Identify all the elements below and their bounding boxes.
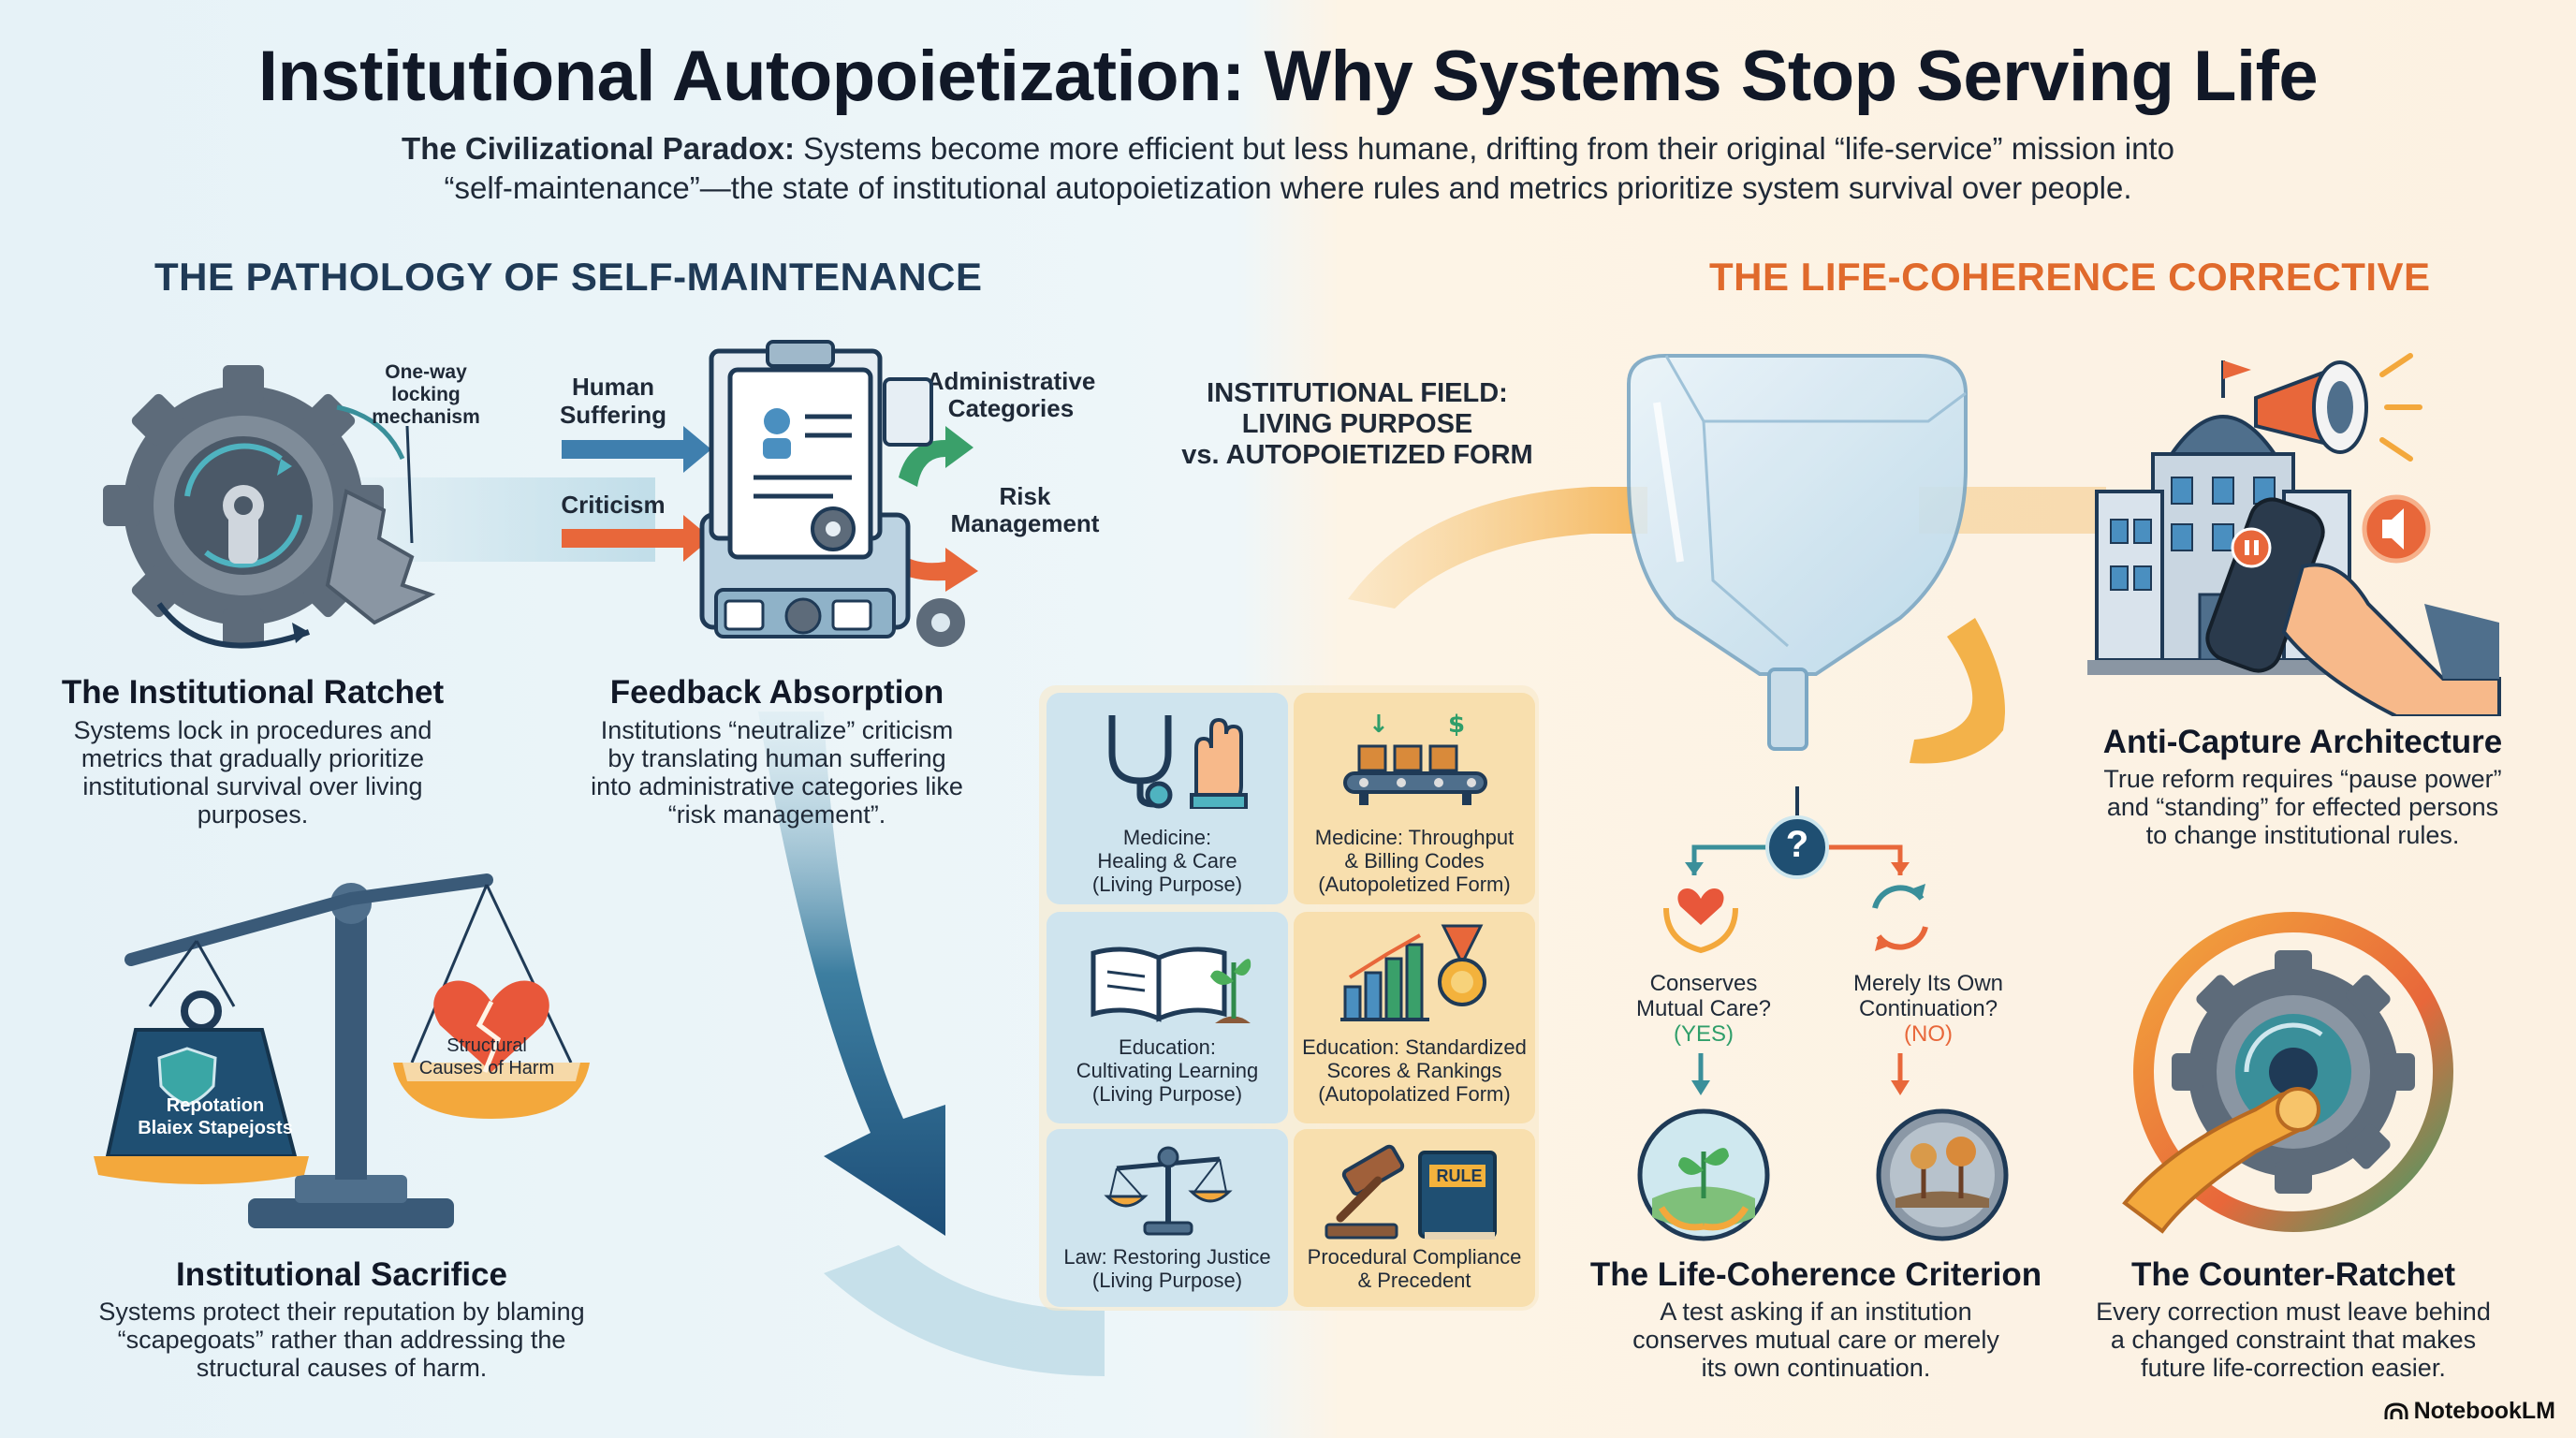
- input-label-criticism: Criticism: [561, 491, 666, 519]
- gavel-rulebook-icon: [1325, 1144, 1497, 1240]
- criterion-yes-label: Conserves Mutual Care? (YES): [1635, 971, 1772, 1047]
- grid-cell-education-living: Education: Cultivating Learning (Living …: [1046, 912, 1288, 1123]
- question-mark-icon: [1765, 815, 1829, 879]
- criterion-decision-diagram: [1663, 786, 1928, 1095]
- feedback-absorption-title: Feedback Absorption: [609, 674, 944, 711]
- grid-cell-law-living: Law: Restoring Justice (Living Purpose): [1046, 1129, 1288, 1307]
- ratchet-text: Systems lock in procedures and metrics t…: [73, 716, 432, 829]
- input-arrow-icon: [562, 515, 711, 562]
- justice-scale-icon: [1104, 1146, 1233, 1236]
- anti-capture-title: Anti-Capture Architecture: [2102, 724, 2503, 760]
- output-arrow-icon: [889, 548, 978, 592]
- glass-funnel-icon: [1627, 354, 1968, 751]
- grid-cell-medicine-living: Medicine: Healing & Care (Living Purpose…: [1046, 693, 1288, 904]
- grid-cell-label: Education: Cultivating Learning (Living …: [1076, 1035, 1259, 1106]
- brand-watermark: NotebookLM: [2384, 1398, 2555, 1425]
- flow-band: [1910, 618, 2005, 764]
- conveyor-belt-icon: ↓ $: [1343, 711, 1487, 805]
- book-sprout-icon: [1090, 946, 1251, 1023]
- grid-cell-label: Law: Restoring Justice (Living Purpose): [1063, 1245, 1271, 1292]
- output-label-admin-categories: Administrative Categories: [926, 367, 1096, 422]
- thriving-plant-icon: [1637, 1108, 1770, 1241]
- section-heading-pathology: THE PATHOLOGY OF SELF-MAINTENANCE: [154, 255, 983, 299]
- counter-ratchet-gear-icon: [2122, 912, 2453, 1234]
- counter-ratchet-text: Every correction must leave behind a cha…: [2096, 1298, 2491, 1382]
- criterion-title: The Life-Coherence Criterion: [1589, 1256, 2042, 1293]
- counter-ratchet-title: The Counter-Ratchet: [2130, 1256, 2456, 1293]
- criterion-no-label: Merely Its Own Continuation? (NO): [1852, 971, 2004, 1047]
- anti-capture-text: True reform requires “pause power” and “…: [2103, 765, 2502, 849]
- grid-cell-law-autopoietized: RULE Procedural Compliance & Precedent: [1294, 1129, 1535, 1307]
- svg-text:↓: ↓: [1368, 711, 1389, 739]
- notebooklm-logo-icon: [2384, 1401, 2408, 1419]
- bar-chart-medal-icon: [1340, 924, 1486, 1021]
- grid-cell-label: Education: Standardized Scores & Ranking…: [1302, 1035, 1527, 1106]
- flow-arrow-down: [758, 712, 945, 1236]
- withered-tree-icon: [1876, 1108, 2009, 1241]
- scale-left-pan-label: Repotation Blaiex Stapejosts: [138, 1095, 293, 1138]
- grid-cell-label: Medicine: Healing & Care (Living Purpose…: [1091, 826, 1243, 896]
- balance-scale-icon: [94, 873, 590, 1228]
- flow-band: [824, 1245, 1105, 1376]
- output-label-risk-management: Risk Management: [950, 482, 1100, 537]
- sacrifice-title: Institutional Sacrifice: [176, 1256, 507, 1293]
- sacrifice-text: Systems protect their reputation by blam…: [98, 1298, 585, 1382]
- question-mark-label: ?: [1785, 824, 1809, 865]
- criterion-outcome-icons: [1637, 1108, 2009, 1241]
- intro-lead: The Civilizational Paradox:: [402, 131, 795, 166]
- ratchet-gear-icon: [103, 365, 436, 649]
- grid-cell-label: Medicine: Throughput & Billing Codes (Au…: [1314, 826, 1515, 896]
- institutional-field-label: INSTITUTIONAL FIELD: LIVING PURPOSE vs. …: [1181, 378, 1533, 470]
- intro-line-2: “self-maintenance”—the state of institut…: [444, 170, 2132, 205]
- flow-band: [1348, 487, 1647, 609]
- criterion-text: A test asking if an institution conserve…: [1632, 1298, 1999, 1382]
- grid-cell-label: Procedural Compliance & Precedent: [1307, 1245, 1522, 1292]
- svg-text:$: $: [1448, 711, 1465, 739]
- grid-cell-education-autopoietized: Education: Standardized Scores & Ranking…: [1294, 912, 1535, 1123]
- output-arrow-icon: [899, 426, 973, 487]
- grid-cell-medicine-autopoietized: ↓ $ Medicine: Throughput & Billing Codes…: [1294, 693, 1535, 904]
- section-heading-corrective: THE LIFE-COHERENCE CORRECTIVE: [1709, 255, 2431, 299]
- feedback-absorption-text: Institutions “neutralize” criticism by t…: [591, 716, 963, 829]
- feedback-absorption-machine-icon: [562, 340, 978, 647]
- building-remote-megaphone-icon: [2087, 353, 2501, 716]
- intro-line-1: Systems become more efficient but less h…: [803, 131, 2174, 166]
- ratchet-title: The Institutional Ratchet: [61, 674, 445, 711]
- stethoscope-hand-icon: [1108, 715, 1248, 809]
- intro-paragraph: The Civilizational Paradox: Systems beco…: [234, 129, 2342, 208]
- rulebook-label: RULE: [1436, 1167, 1483, 1185]
- input-label-human-suffering: Human Suffering: [559, 373, 667, 429]
- page-title: Institutional Autopoietization: Why Syst…: [257, 37, 2319, 116]
- scale-right-pan-label: Structural Causes of Harm: [418, 1035, 555, 1078]
- input-arrow-icon: [562, 426, 711, 473]
- ratchet-annotation: One-way locking mechanism: [372, 361, 480, 428]
